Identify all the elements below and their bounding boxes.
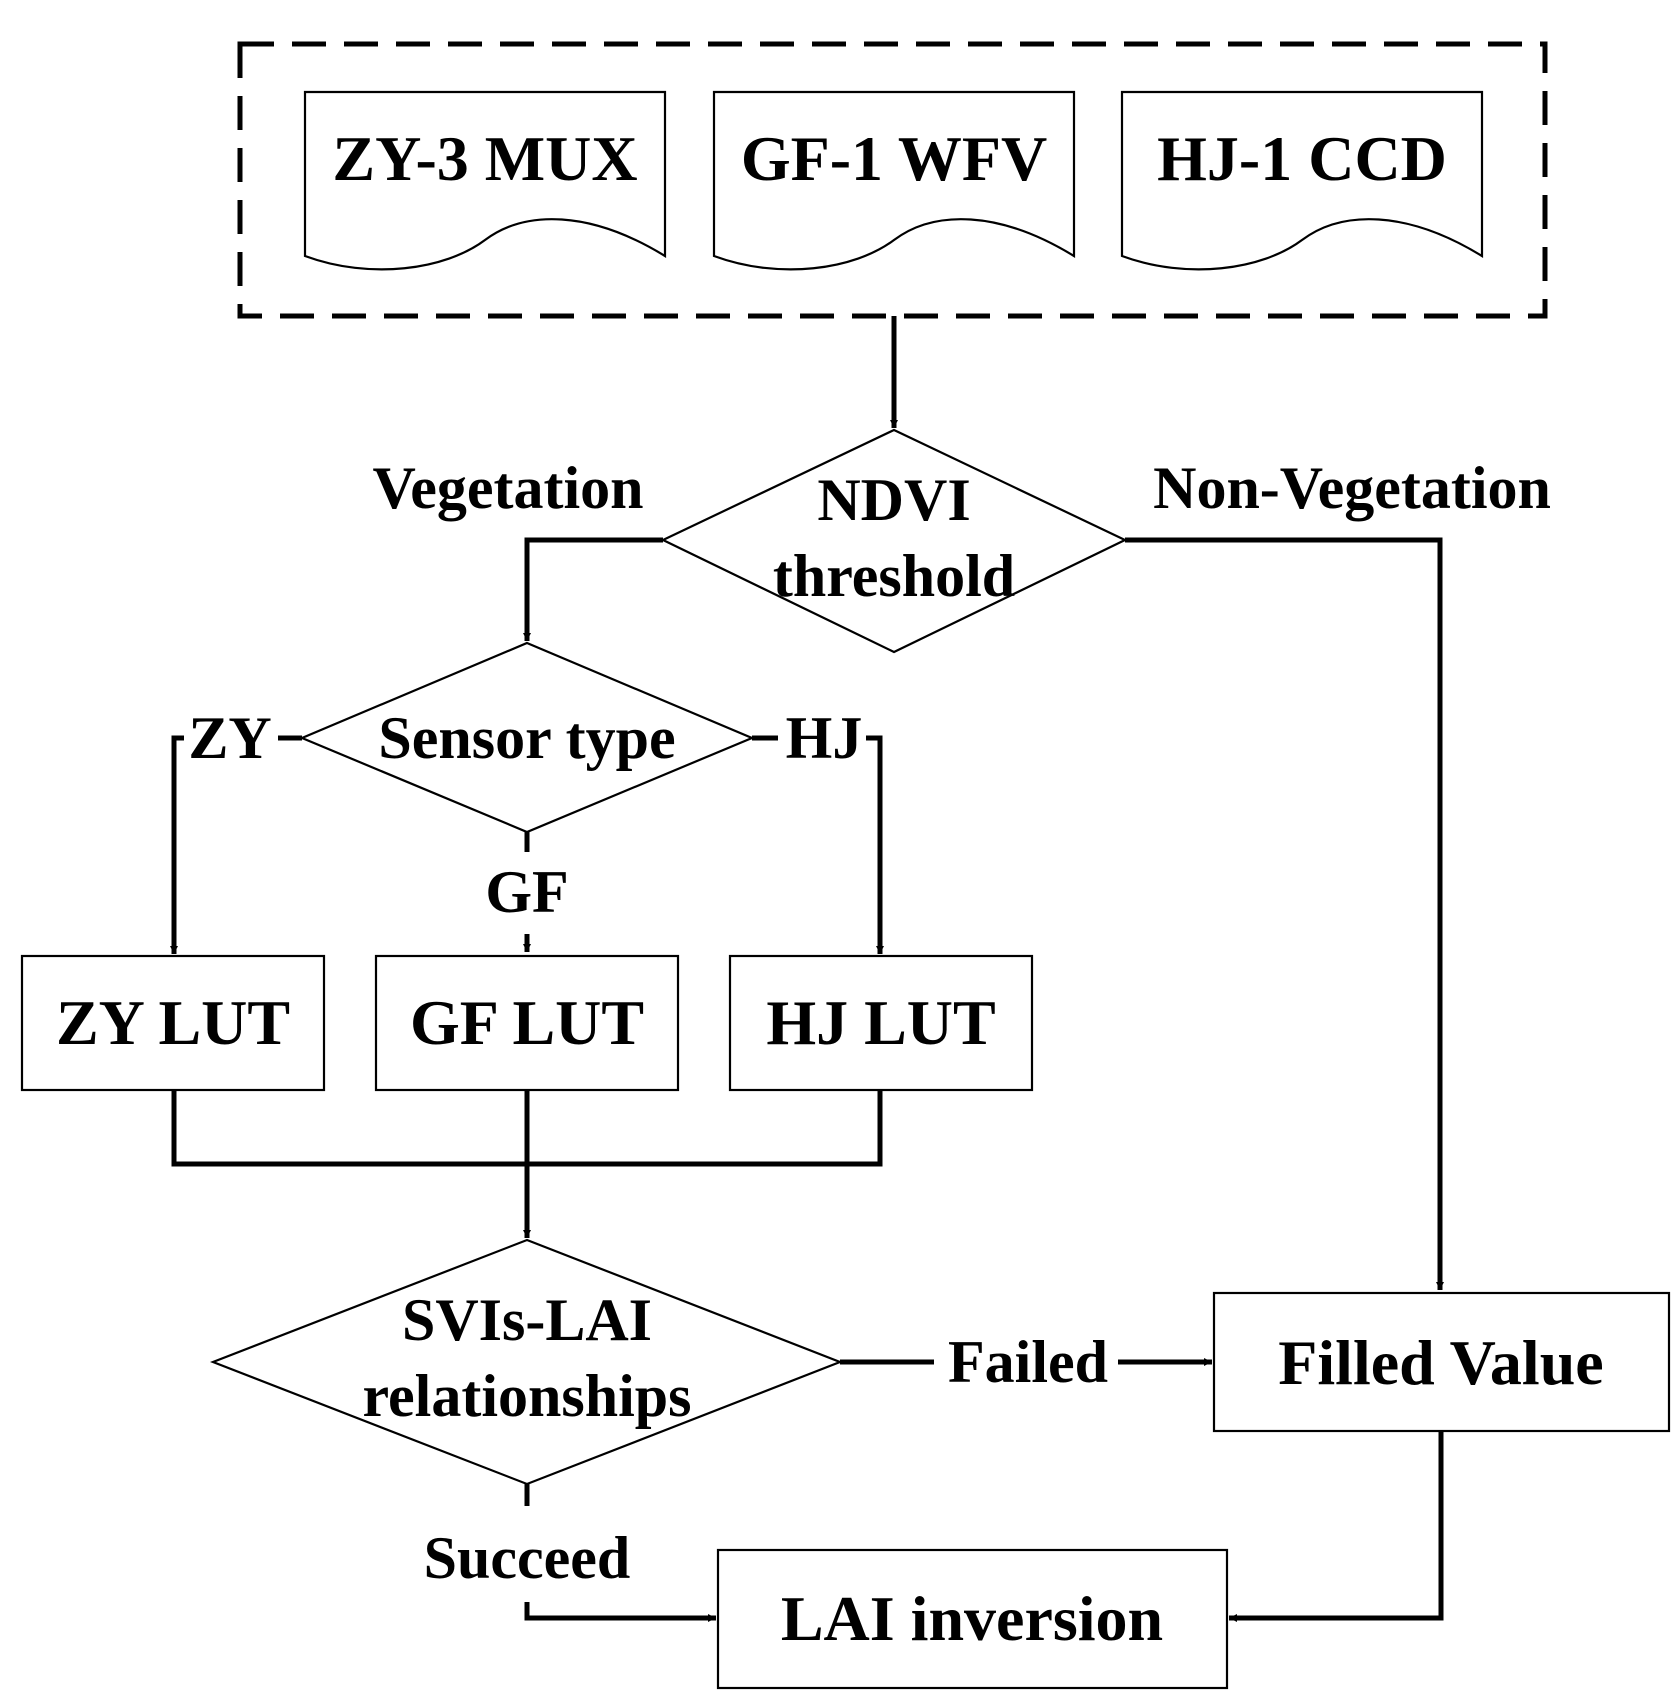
ndvi-label-line2: threshold <box>773 543 1015 609</box>
ndvi-decision: NDVI threshold <box>660 428 1128 654</box>
source-zy3: ZY-3 MUX <box>303 90 667 271</box>
arrow-svis-to-lai <box>524 1602 716 1622</box>
svis-label-line2: relationships <box>363 1363 692 1429</box>
source-zy3-label: ZY-3 MUX <box>332 123 637 194</box>
source-hj1-label: HJ-1 CCD <box>1157 123 1447 194</box>
zy-lut-label: ZY LUT <box>56 987 290 1058</box>
branch-zy-label: ZY <box>188 705 271 771</box>
source-gf1-label: GF-1 WFV <box>741 123 1047 194</box>
arrow-sensor-to-hj-lut <box>866 735 884 954</box>
source-hj1: HJ-1 CCD <box>1120 90 1484 271</box>
filled-value-box: Filled Value <box>1212 1291 1671 1433</box>
vegetation-label: Vegetation <box>372 455 643 521</box>
lai-inversion-label: LAI inversion <box>781 1583 1163 1654</box>
svis-label-line1: SVIs-LAI <box>402 1287 652 1353</box>
svis-decision: SVIs-LAI relationships <box>209 1238 844 1486</box>
gf-lut-label: GF LUT <box>410 987 644 1058</box>
sensor-decision: Sensor type <box>299 641 755 834</box>
branch-hj-label: HJ <box>786 705 863 771</box>
arrow-ndvi-to-sensor <box>523 537 663 641</box>
lai-inversion-box: LAI inversion <box>716 1548 1229 1690</box>
gf-lut-box: GF LUT <box>374 954 680 1092</box>
arrow-ndvi-to-filled <box>1125 537 1444 1290</box>
data-source-group <box>237 41 1548 319</box>
branch-gf-label: GF <box>485 859 568 925</box>
zy-lut-box: ZY LUT <box>20 954 326 1092</box>
failed-label: Failed <box>948 1329 1108 1395</box>
sensor-label: Sensor type <box>378 705 675 771</box>
source-gf1: GF-1 WFV <box>712 90 1076 271</box>
arrow-sensor-to-zy-lut <box>170 735 184 954</box>
hj-lut-box: HJ LUT <box>728 954 1034 1092</box>
succeed-label: Succeed <box>424 1525 631 1591</box>
arrow-filled-to-lai <box>1229 1431 1444 1622</box>
ndvi-label-line1: NDVI <box>817 467 970 533</box>
non-vegetation-label: Non-Vegetation <box>1153 455 1551 521</box>
hj-lut-label: HJ LUT <box>766 987 995 1058</box>
filled-value-label: Filled Value <box>1278 1327 1603 1398</box>
